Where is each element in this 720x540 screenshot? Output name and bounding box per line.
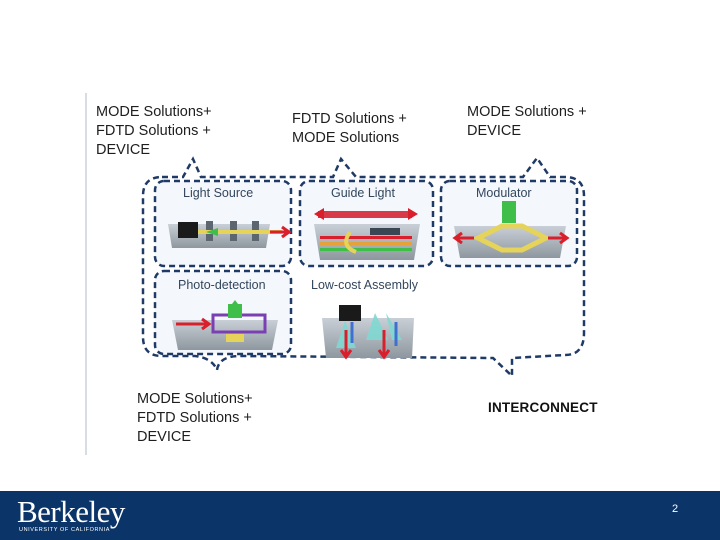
panel-photo-detection: Photo-detection (153, 269, 293, 356)
panel-low-cost-assembly-label: Low-cost Assembly (311, 278, 419, 292)
modulator-arrow-right (548, 231, 570, 245)
assembly-arrow-down-left (339, 330, 353, 360)
panel-guide-light: Guide Light (298, 179, 435, 268)
figure-left-edge (85, 93, 87, 455)
panel-photo-detection-label: Photo-detection (178, 278, 266, 292)
light-source-arrow (270, 225, 292, 239)
photo-detection-chip (172, 320, 278, 350)
photo-detection-arrow (176, 317, 212, 331)
guide-arrow-bar (318, 211, 412, 218)
panel-light-source-label: Light Source (183, 186, 253, 200)
label-top-right: MODE Solutions + DEVICE (467, 104, 587, 139)
modulator-arrow-left (452, 231, 474, 245)
panel-modulator: Modulator (439, 179, 579, 268)
panel-modulator-label: Modulator (476, 186, 532, 200)
label-top-left: MODE Solutions+ FDTD Solutions + DEVICE (96, 104, 212, 158)
label-interconnect: INTERCONNECT (488, 400, 598, 415)
berkeley-logo-subtext: UNIVERSITY OF CALIFORNIA (19, 527, 111, 533)
berkeley-logo: Berkeley (17, 494, 125, 529)
laser-die (178, 222, 198, 238)
label-bottom-left: MODE Solutions+ FDTD Solutions + DEVICE (137, 391, 253, 445)
assembly-arrow-down-right (377, 330, 391, 360)
footer-bar (0, 491, 720, 540)
outer-dashed-outline (141, 155, 586, 379)
panel-low-cost-assembly: Low-cost Assembly (311, 278, 419, 360)
panel-light-source: Light Source (153, 179, 293, 268)
page-number: 2 (672, 503, 679, 515)
label-top-middle: FDTD Solutions + MODE Solutions (292, 111, 407, 146)
modulator-chip (454, 226, 566, 258)
panel-guide-light-label: Guide Light (331, 186, 395, 200)
